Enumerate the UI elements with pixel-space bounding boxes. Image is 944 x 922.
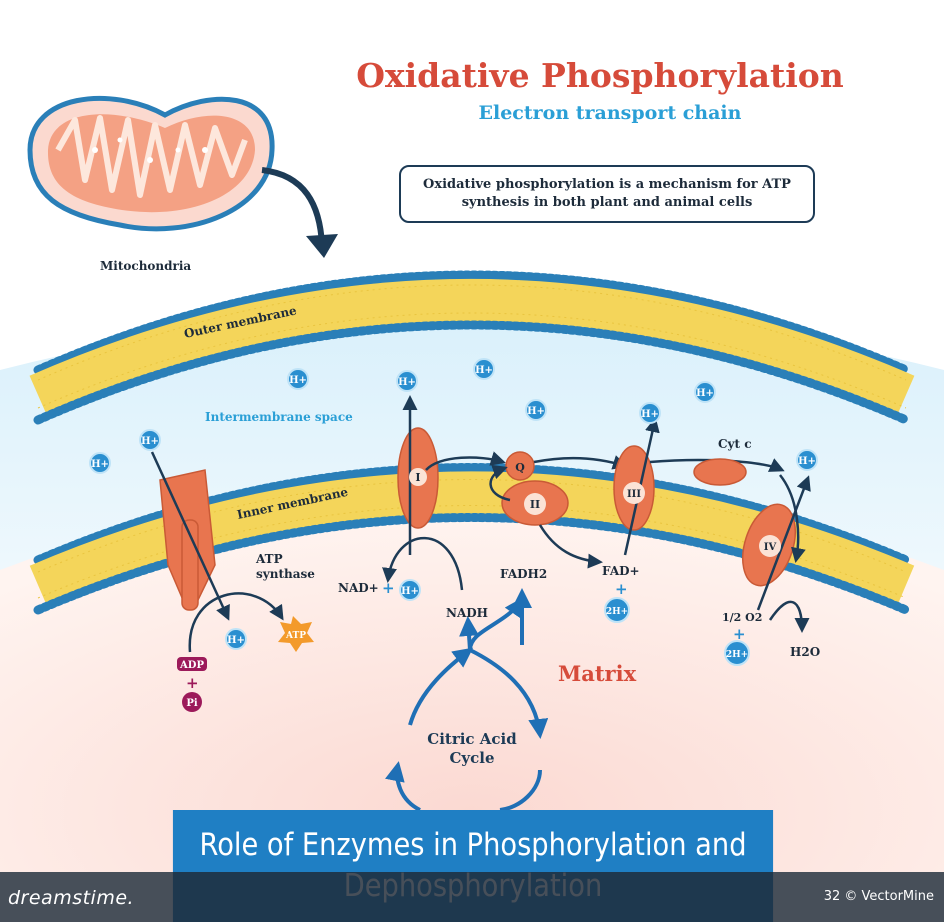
zoom-arrow-head: [306, 234, 338, 258]
intermembrane-space-label: Intermembrane space: [205, 410, 353, 424]
outer-membrane: [29, 270, 915, 425]
matrix-region: [0, 470, 944, 872]
zoom-arrow: [261, 167, 325, 246]
adp-label: ADP: [179, 660, 204, 671]
proton-badge: [796, 449, 818, 471]
cyt-c-to-complex-4-arrow: [779, 474, 806, 563]
nad-plus-sign: +: [382, 579, 395, 597]
fad-plus-sign: +: [615, 580, 628, 598]
proton-badge: [89, 452, 111, 474]
proton-badge: [396, 370, 418, 392]
complex-3-label: III: [627, 489, 641, 500]
diagram-title: Oxidative Phosphorylation: [356, 56, 844, 95]
nadh-to-complex-1-arrow: [382, 536, 464, 591]
atp-label: ATP: [285, 631, 306, 641]
proton-badge: [287, 368, 309, 390]
atp-synthase-label-line1: ATP: [255, 552, 283, 566]
fadh2-label: FADH2: [500, 567, 547, 581]
adp-to-atp-arrow: [188, 592, 284, 653]
half-o2-label: 1/2 O2: [722, 611, 762, 624]
diagram-subtitle: Electron transport chain: [478, 102, 742, 124]
footer-bar: [0, 872, 944, 922]
proton-label: H+: [475, 365, 493, 376]
proton-label: H+: [141, 436, 159, 447]
nadh-label: NADH: [446, 606, 488, 620]
complex-2-label-bg: [524, 493, 546, 515]
proton-label: H+: [401, 586, 419, 597]
nad-plus-label: NAD+: [338, 581, 379, 595]
proton-badge: [225, 628, 247, 650]
atp-synthase-label-line2: synthase: [256, 567, 315, 581]
fadh2-to-fad-arrow: [538, 524, 603, 569]
atp-star: [278, 616, 314, 652]
complex-4-label-bg: [759, 535, 781, 557]
proton-label: H+: [91, 459, 109, 470]
mitochondria-illustration: [27, 96, 275, 232]
cytochrome-c: [693, 458, 747, 486]
proton-label: H+: [798, 456, 816, 467]
proton-label: 2H+: [606, 607, 628, 617]
proton-label: H+: [289, 375, 307, 386]
atp-synthase-proton-arrow: [150, 451, 230, 621]
complex-1-label-bg: [409, 468, 427, 486]
intermembrane-region: [0, 310, 944, 570]
proton-label: 2H+: [726, 650, 748, 660]
proton-badge: [604, 597, 630, 623]
proton-label: H+: [527, 406, 545, 417]
cyt-c-label: Cyt c: [718, 437, 752, 451]
q-label: Q: [515, 461, 525, 474]
footer-watermark: dreamstime.: [8, 887, 135, 909]
footer-credit: 32 © VectorMine: [823, 889, 934, 904]
proton-label: H+: [696, 388, 714, 399]
proton-badges: H+ H+ H+ H+ H+ H+ H+ H+ H+ H+ H+ 2H+ 2H+: [89, 358, 818, 666]
matrix-label: Matrix: [558, 661, 637, 686]
pi-circle: [182, 692, 202, 712]
proton-label: H+: [641, 409, 659, 420]
complex-4-proton-arrow: [756, 475, 811, 611]
description-box: Oxidative phosphorylation is a mechanism…: [399, 165, 815, 223]
proton-badge: [724, 640, 750, 666]
cycle-to-nadh-arrow: [459, 616, 480, 651]
proton-badge: [639, 402, 661, 424]
half-o2-plus-sign: +: [733, 625, 746, 643]
proton-badge: [473, 358, 495, 380]
pi-label: Pi: [186, 698, 198, 709]
adp-pill: [177, 657, 207, 671]
h2o-label: H2O: [790, 645, 820, 659]
complex-1-label: I: [415, 471, 420, 484]
citric-acid-label-line2: Cycle: [449, 749, 494, 767]
complex-2-label: II: [530, 498, 540, 511]
proton-label: H+: [398, 377, 416, 388]
proton-badge: [525, 399, 547, 421]
complex-4-label: IV: [764, 542, 777, 553]
adp-plus-sign: +: [186, 674, 199, 692]
mitochondria-label: Mitochondria: [100, 259, 191, 273]
fad-plus-label: FAD+: [602, 564, 640, 578]
oxygen-to-water-arrow: [768, 600, 810, 633]
citric-acid-label-line1: Citric Acid: [427, 730, 517, 748]
proton-badge: [139, 429, 161, 451]
complex-2-loop-arrow: [489, 464, 511, 502]
proton-badge: [399, 579, 421, 601]
proton-badge: [694, 381, 716, 403]
proton-label: H+: [227, 635, 245, 646]
complex-3-label-bg: [623, 482, 645, 504]
complex-1-to-q-arrow: [425, 451, 506, 471]
